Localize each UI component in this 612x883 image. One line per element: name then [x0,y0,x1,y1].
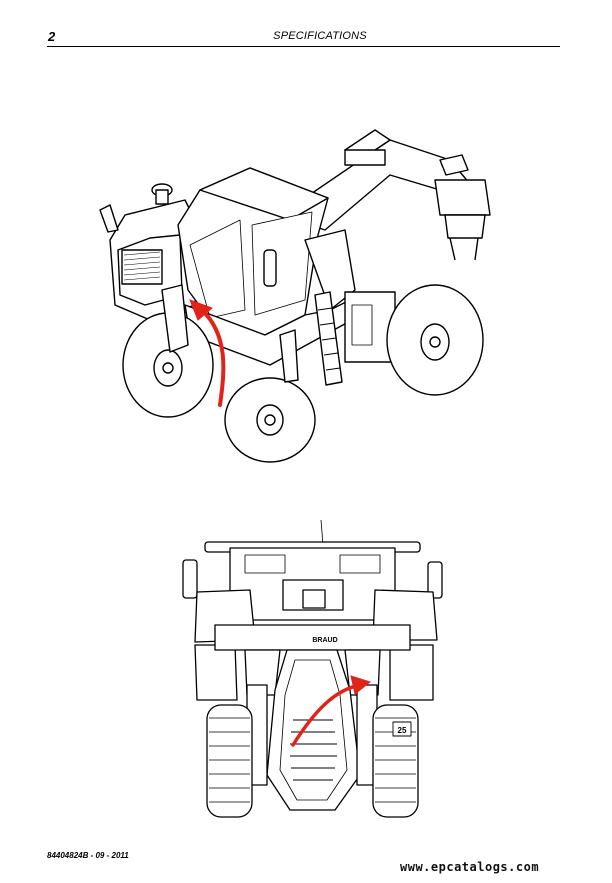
harvester-side-drawing [99,129,491,463]
harvester-front-drawing: BRAUD 25 [182,520,443,818]
watermark-url: www.epcatalogs.com [400,860,540,874]
page-title: SPECIFICATIONS [273,30,367,42]
plate-number: 25 [398,726,407,735]
brand-label: BRAUD [312,637,337,644]
harvester-side-illustration [90,120,520,465]
red-arrow-mark [200,308,226,407]
red-arrow-mark [291,683,362,747]
harvester-front-illustration: BRAUD 25 [175,520,450,820]
document-code: 84404824B - 09 - 2011 [47,851,129,860]
page-number: 2 [48,29,56,44]
header-rule [47,46,560,47]
